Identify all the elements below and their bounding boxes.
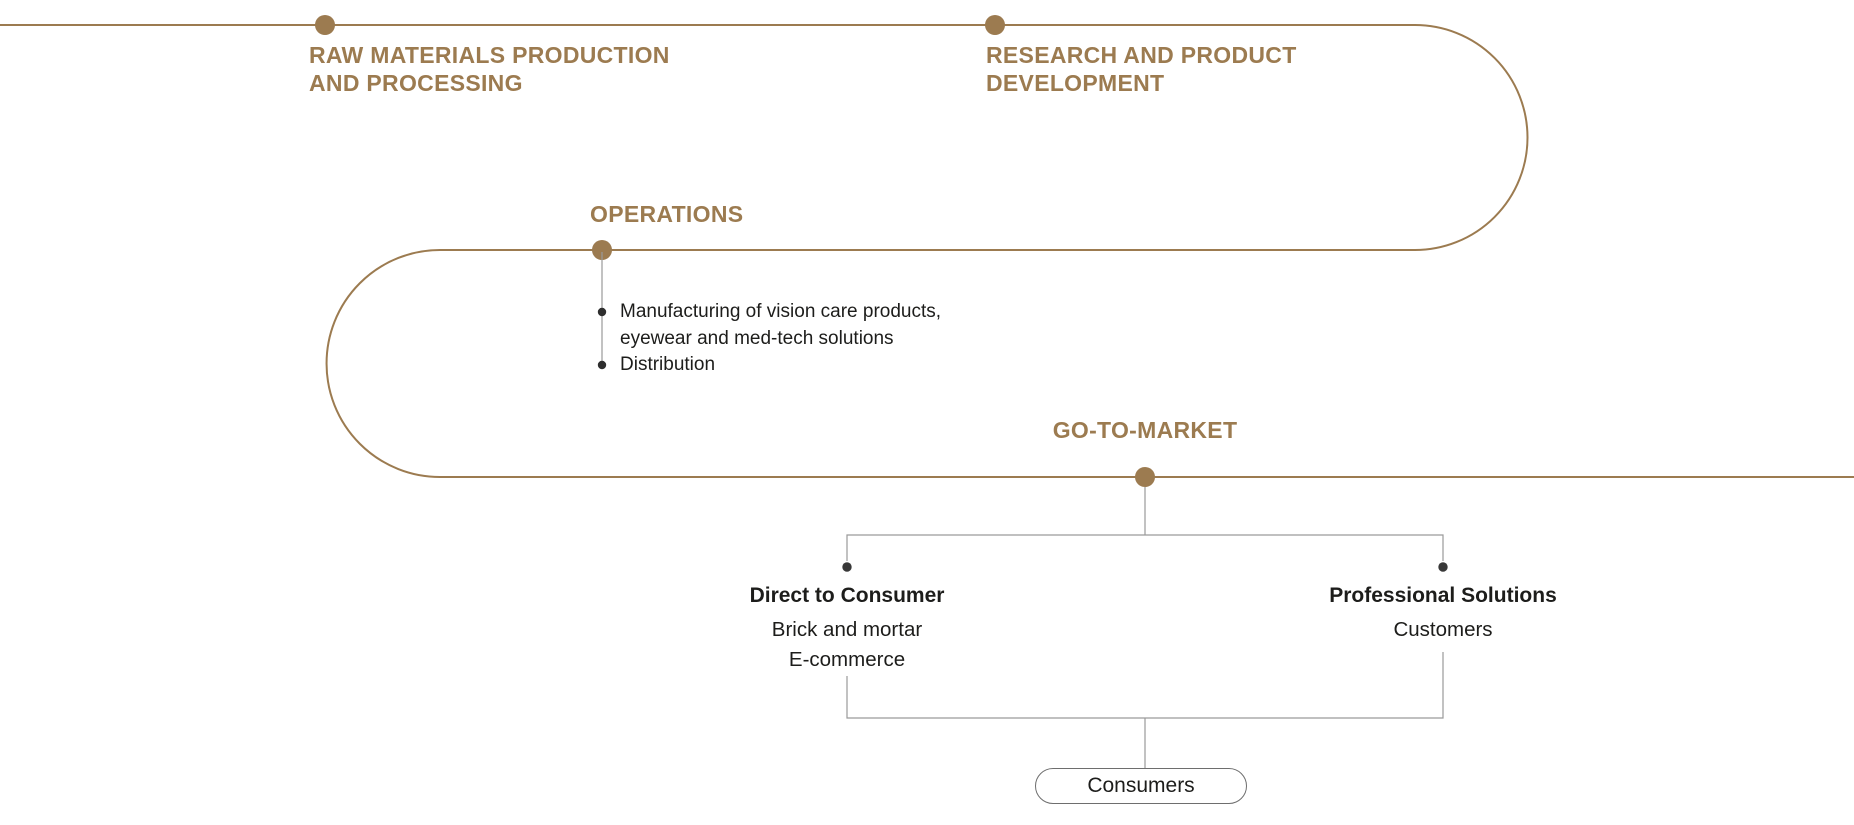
direct-to-consumer-block: Direct to Consumer Brick and mortar E-co… (687, 583, 1007, 675)
direct-to-consumer-channel2: E-commerce (788, 648, 906, 671)
stage-label-raw-materials: RAW MATERIALS PRODUCTION AND PROCESSING (309, 41, 670, 97)
direct-to-consumer-channel1: Brick and mortar (771, 618, 923, 641)
bullet-dot-distribution (597, 360, 607, 370)
node-dot-operations (592, 240, 612, 260)
value-chain-path (0, 24, 1854, 478)
stage-label-research-line2: DEVELOPMENT (986, 70, 1165, 96)
gtm-upper-bracket (846, 534, 1444, 561)
operations-bullet-list: Manufacturing of vision care products, e… (620, 299, 941, 379)
professional-solutions-block: Professional Solutions Customers (1283, 583, 1603, 645)
operations-bullet1-line2: eyewear and med-tech solutions (620, 327, 894, 349)
branch-dot-professional-solutions (1438, 562, 1448, 572)
stage-label-go-to-market: GO-TO-MARKET (1052, 417, 1238, 443)
operations-bullet1-line1: Manufacturing of vision care products, (620, 301, 942, 322)
direct-to-consumer-title: Direct to Consumer (749, 584, 945, 607)
stage-label-operations: OPERATIONS (590, 201, 744, 227)
node-dot-research (985, 15, 1005, 35)
consumers-node: Consumers (1035, 768, 1247, 804)
stage-label-research: RESEARCH AND PRODUCT DEVELOPMENT (986, 41, 1297, 97)
consumers-node-label: Consumers (1087, 774, 1195, 797)
professional-solutions-title: Professional Solutions (1329, 584, 1557, 607)
stage-label-research-line1: RESEARCH AND PRODUCT (986, 42, 1297, 68)
professional-solutions-channel1: Customers (1393, 618, 1493, 641)
bullet-dot-manufacturing (597, 307, 607, 317)
node-dot-go-to-market (1135, 467, 1155, 487)
stage-label-raw-materials-line2: AND PROCESSING (309, 70, 523, 96)
stage-label-raw-materials-line1: RAW MATERIALS PRODUCTION (309, 42, 670, 68)
branch-dot-direct-to-consumer (842, 562, 852, 572)
operations-bullet2: Distribution (620, 354, 716, 375)
node-dot-raw-materials (315, 15, 335, 35)
